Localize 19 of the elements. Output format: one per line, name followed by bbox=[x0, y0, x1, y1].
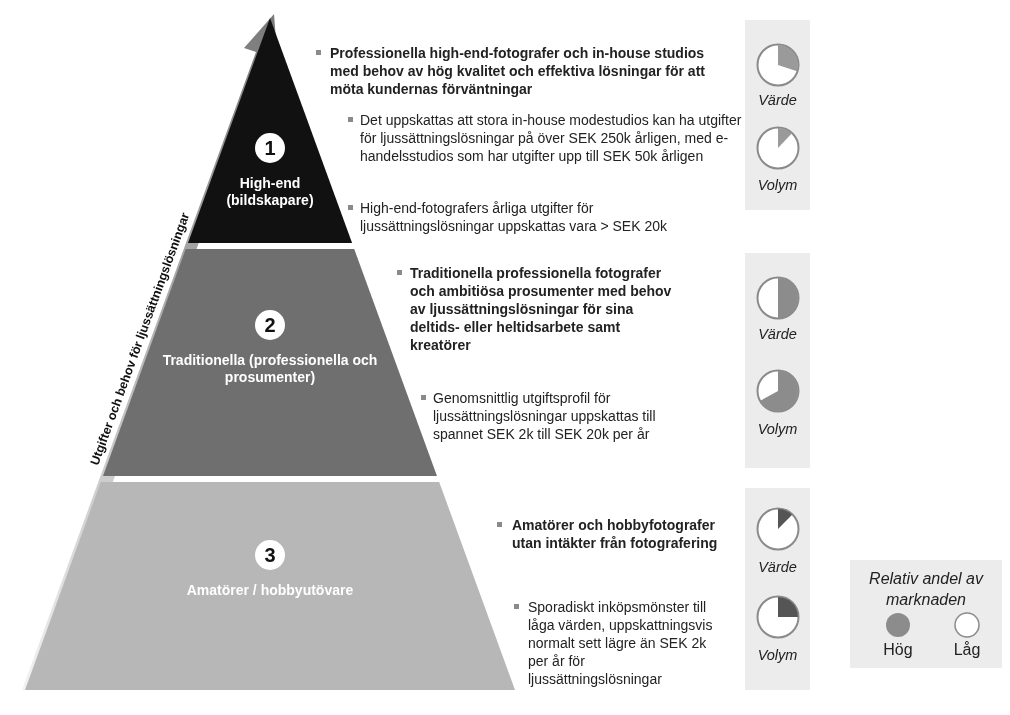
bullet-heading: Amatörer och hobbyfotografer utan intäkter från fotografering bbox=[512, 516, 719, 552]
bullet-heading: Professionella high-end-fotografer och in-house studios med behov av hög kvalitet och effektiva lösningar för att möta kundernas förväntningar bbox=[330, 44, 706, 98]
caption-text: Relativ andel av marknaden bbox=[868, 569, 985, 610]
bullet-heading: Traditionella professionella fotografer och ambitiösa prosumenter med behov av ljussättningslösningar för sina deltids- eller heltidsarbete samt kreatörer bbox=[410, 264, 673, 354]
caption-text: Volym bbox=[756, 420, 799, 438]
caption-text: Värde bbox=[757, 91, 798, 109]
tier-title: Amatörer / hobbyutövare bbox=[186, 582, 354, 598]
bullet-text: High-end-fotografers årliga utgifter för ljussättningslösningar uppskattas vara > SEK 20k bbox=[360, 199, 668, 235]
tier-title: Traditionella (professionella och prosumenter) bbox=[162, 352, 378, 385]
caption-text: Värde bbox=[757, 558, 798, 576]
legend-label: Hög bbox=[882, 641, 914, 659]
caption-text: Värde bbox=[757, 325, 798, 343]
bullet-text: Det uppskattas att stora in-house modestudios kan ha utgifter för ljussättningslösningar på över SEK 250k årligen, med e-handelsstudios som har utgifter upp till SEK 50k årligen bbox=[360, 111, 743, 165]
bullet-text: Genomsnittlig utgiftsprofil för ljussättningslösningar uppskattas till spannet SEK 2k till SEK 20k per år bbox=[433, 389, 657, 443]
legend-label: Låg bbox=[952, 641, 982, 659]
tier-title: High-end (bildskapare) bbox=[226, 175, 314, 208]
caption-text: Volym bbox=[756, 646, 799, 664]
caption-text: Volym bbox=[756, 176, 799, 194]
bullet-text: Sporadiskt inköpsmönster till låga värden, uppskattningsvis normalt sett lägre än SEK 2k per år för ljussättningslösningar bbox=[528, 598, 714, 688]
